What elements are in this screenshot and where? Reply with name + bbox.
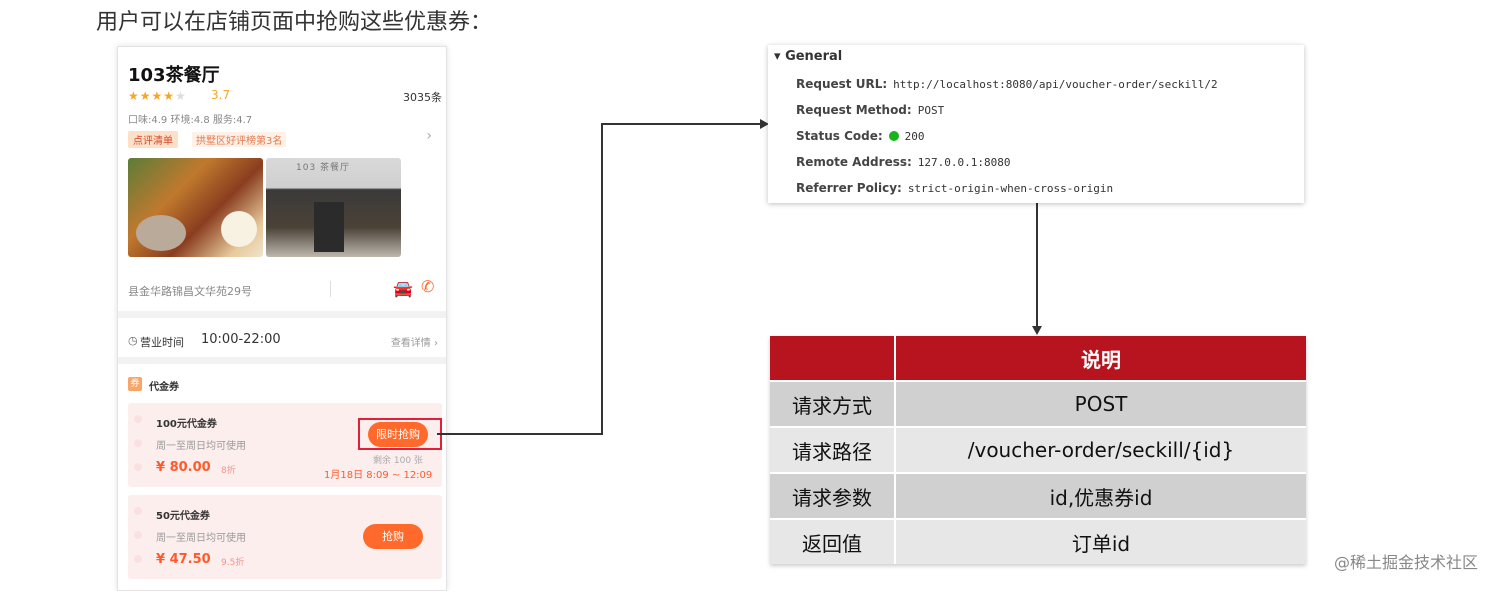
general-section-toggle[interactable]: ▾ General bbox=[774, 49, 843, 64]
shop-photo-food[interactable] bbox=[128, 158, 263, 257]
table-cell-value: 订单id bbox=[896, 518, 1306, 564]
table-cell-label: 请求方式 bbox=[770, 380, 896, 426]
table-header-cell bbox=[770, 336, 896, 380]
voucher-price: ¥ 47.50 bbox=[156, 552, 211, 567]
api-spec-table: 说明 请求方式 POST 请求路径 /voucher-order/seckill… bbox=[770, 336, 1306, 564]
bowl-shape bbox=[136, 215, 186, 251]
hours-label: 营业时间 bbox=[140, 336, 184, 349]
voucher-remaining: 剩余 100 张 bbox=[373, 456, 423, 466]
table-cell-label: 返回值 bbox=[770, 518, 896, 564]
remote-address-row: Remote Address:127.0.0.1:8080 bbox=[796, 155, 1011, 169]
rating-score: 3.7 bbox=[211, 88, 231, 102]
phone-icon[interactable]: ✆ bbox=[421, 277, 435, 296]
request-general-panel: ▾ General Request URL:http://localhost:8… bbox=[768, 45, 1304, 203]
table-row: 请求路径 /voucher-order/seckill/{id} bbox=[770, 426, 1306, 472]
referrer-policy-row: Referrer Policy:strict-origin-when-cross… bbox=[796, 181, 1114, 195]
storefront-door bbox=[314, 202, 344, 252]
voucher-title: 100元代金券 bbox=[156, 419, 217, 430]
clock-icon: ◷ bbox=[128, 334, 138, 347]
table-header-cell: 说明 bbox=[896, 336, 1306, 380]
star-icon: ★ bbox=[139, 89, 152, 103]
status-code-row: Status Code:200 bbox=[796, 129, 925, 143]
table-cell-label: 请求参数 bbox=[770, 472, 896, 518]
star-empty-icon: ★ bbox=[175, 89, 187, 103]
plate-shape bbox=[221, 211, 257, 247]
buy-button[interactable]: 抢购 bbox=[363, 524, 423, 549]
voucher-card: 100元代金券 周一至周日均可使用 ¥ 80.00 8折 限时抢购 剩余 100… bbox=[128, 403, 442, 487]
arrow-right-icon bbox=[760, 119, 769, 129]
voucher-card: 50元代金券 周一至周日均可使用 ¥ 47.50 9.5折 抢购 bbox=[128, 495, 442, 579]
car-icon[interactable]: 🚘 bbox=[393, 279, 413, 298]
table-row: 请求参数 id,优惠券id bbox=[770, 472, 1306, 518]
chevron-right-icon[interactable]: › bbox=[426, 128, 432, 144]
dot-decoration bbox=[134, 415, 142, 423]
sub-scores: 口味:4.9 环境:4.8 服务:4.7 bbox=[128, 115, 253, 126]
storefront-sign: 103 茶餐厅 bbox=[296, 163, 351, 173]
flash-sale-button[interactable]: 限时抢购 bbox=[368, 422, 428, 447]
voucher-icon: 券 bbox=[128, 377, 142, 391]
table-cell-value: /voucher-order/seckill/{id} bbox=[896, 426, 1306, 472]
details-link[interactable]: 查看详情 › bbox=[390, 338, 438, 349]
connector-line bbox=[601, 123, 761, 125]
shop-address[interactable]: 县金华路锦昌文华苑29号 bbox=[128, 285, 252, 298]
dot-decoration bbox=[134, 507, 142, 515]
table-row: 请求方式 POST bbox=[770, 380, 1306, 426]
page-heading: 用户可以在店铺页面中抢购这些优惠券： bbox=[96, 10, 493, 35]
divider bbox=[330, 281, 331, 297]
voucher-time: 1月18日 8:09 ~ 12:09 bbox=[324, 470, 433, 481]
status-ok-icon bbox=[888, 131, 899, 141]
voucher-desc: 周一至周日均可使用 bbox=[156, 441, 246, 452]
request-url-row: Request URL:http://localhost:8080/api/vo… bbox=[796, 77, 1218, 91]
voucher-desc: 周一至周日均可使用 bbox=[156, 533, 246, 544]
section-divider bbox=[118, 311, 446, 318]
voucher-title: 50元代金券 bbox=[156, 511, 210, 522]
shop-photo-storefront[interactable]: 103 茶餐厅 bbox=[266, 158, 401, 257]
connector-line bbox=[1036, 203, 1038, 327]
dot-decoration bbox=[134, 439, 142, 447]
table-cell-value: POST bbox=[896, 380, 1306, 426]
dot-decoration bbox=[134, 531, 142, 539]
table-row: 返回值 订单id bbox=[770, 518, 1306, 564]
arrow-down-icon bbox=[1032, 326, 1042, 335]
voucher-price: ¥ 80.00 bbox=[156, 460, 211, 475]
hours-value: 10:00-22:00 bbox=[201, 332, 281, 347]
connector-line bbox=[437, 433, 603, 435]
highlight-box bbox=[358, 418, 442, 450]
watermark: @稀土掘金技术社区 bbox=[1334, 553, 1479, 572]
shop-name: 103茶餐厅 bbox=[128, 65, 220, 86]
dot-decoration bbox=[134, 555, 142, 563]
voucher-discount: 8折 bbox=[221, 466, 236, 476]
star-icon: ★ bbox=[128, 89, 140, 103]
table-cell-value: id,优惠券id bbox=[896, 472, 1306, 518]
star-icon: ★ bbox=[151, 89, 164, 103]
review-count[interactable]: 3035条 bbox=[403, 91, 442, 104]
voucher-section-title: 代金券 bbox=[149, 382, 179, 393]
dot-decoration bbox=[134, 463, 142, 471]
rank-text[interactable]: 拱墅区好评榜第3名 bbox=[192, 132, 287, 147]
section-divider bbox=[118, 357, 446, 364]
voucher-discount: 9.5折 bbox=[221, 558, 245, 568]
table-cell-label: 请求路径 bbox=[770, 426, 896, 472]
request-method-row: Request Method:POST bbox=[796, 103, 945, 117]
rank-badge: 点评清单 bbox=[128, 131, 178, 148]
table-header-row: 说明 bbox=[770, 336, 1306, 380]
star-icon: ★ bbox=[163, 89, 176, 103]
connector-line bbox=[601, 124, 603, 435]
shop-page-panel: 103茶餐厅 ★★★★★ 3.7 3035条 口味:4.9 环境:4.8 服务:… bbox=[117, 46, 447, 591]
rating-stars: ★★★★★ bbox=[128, 89, 187, 103]
